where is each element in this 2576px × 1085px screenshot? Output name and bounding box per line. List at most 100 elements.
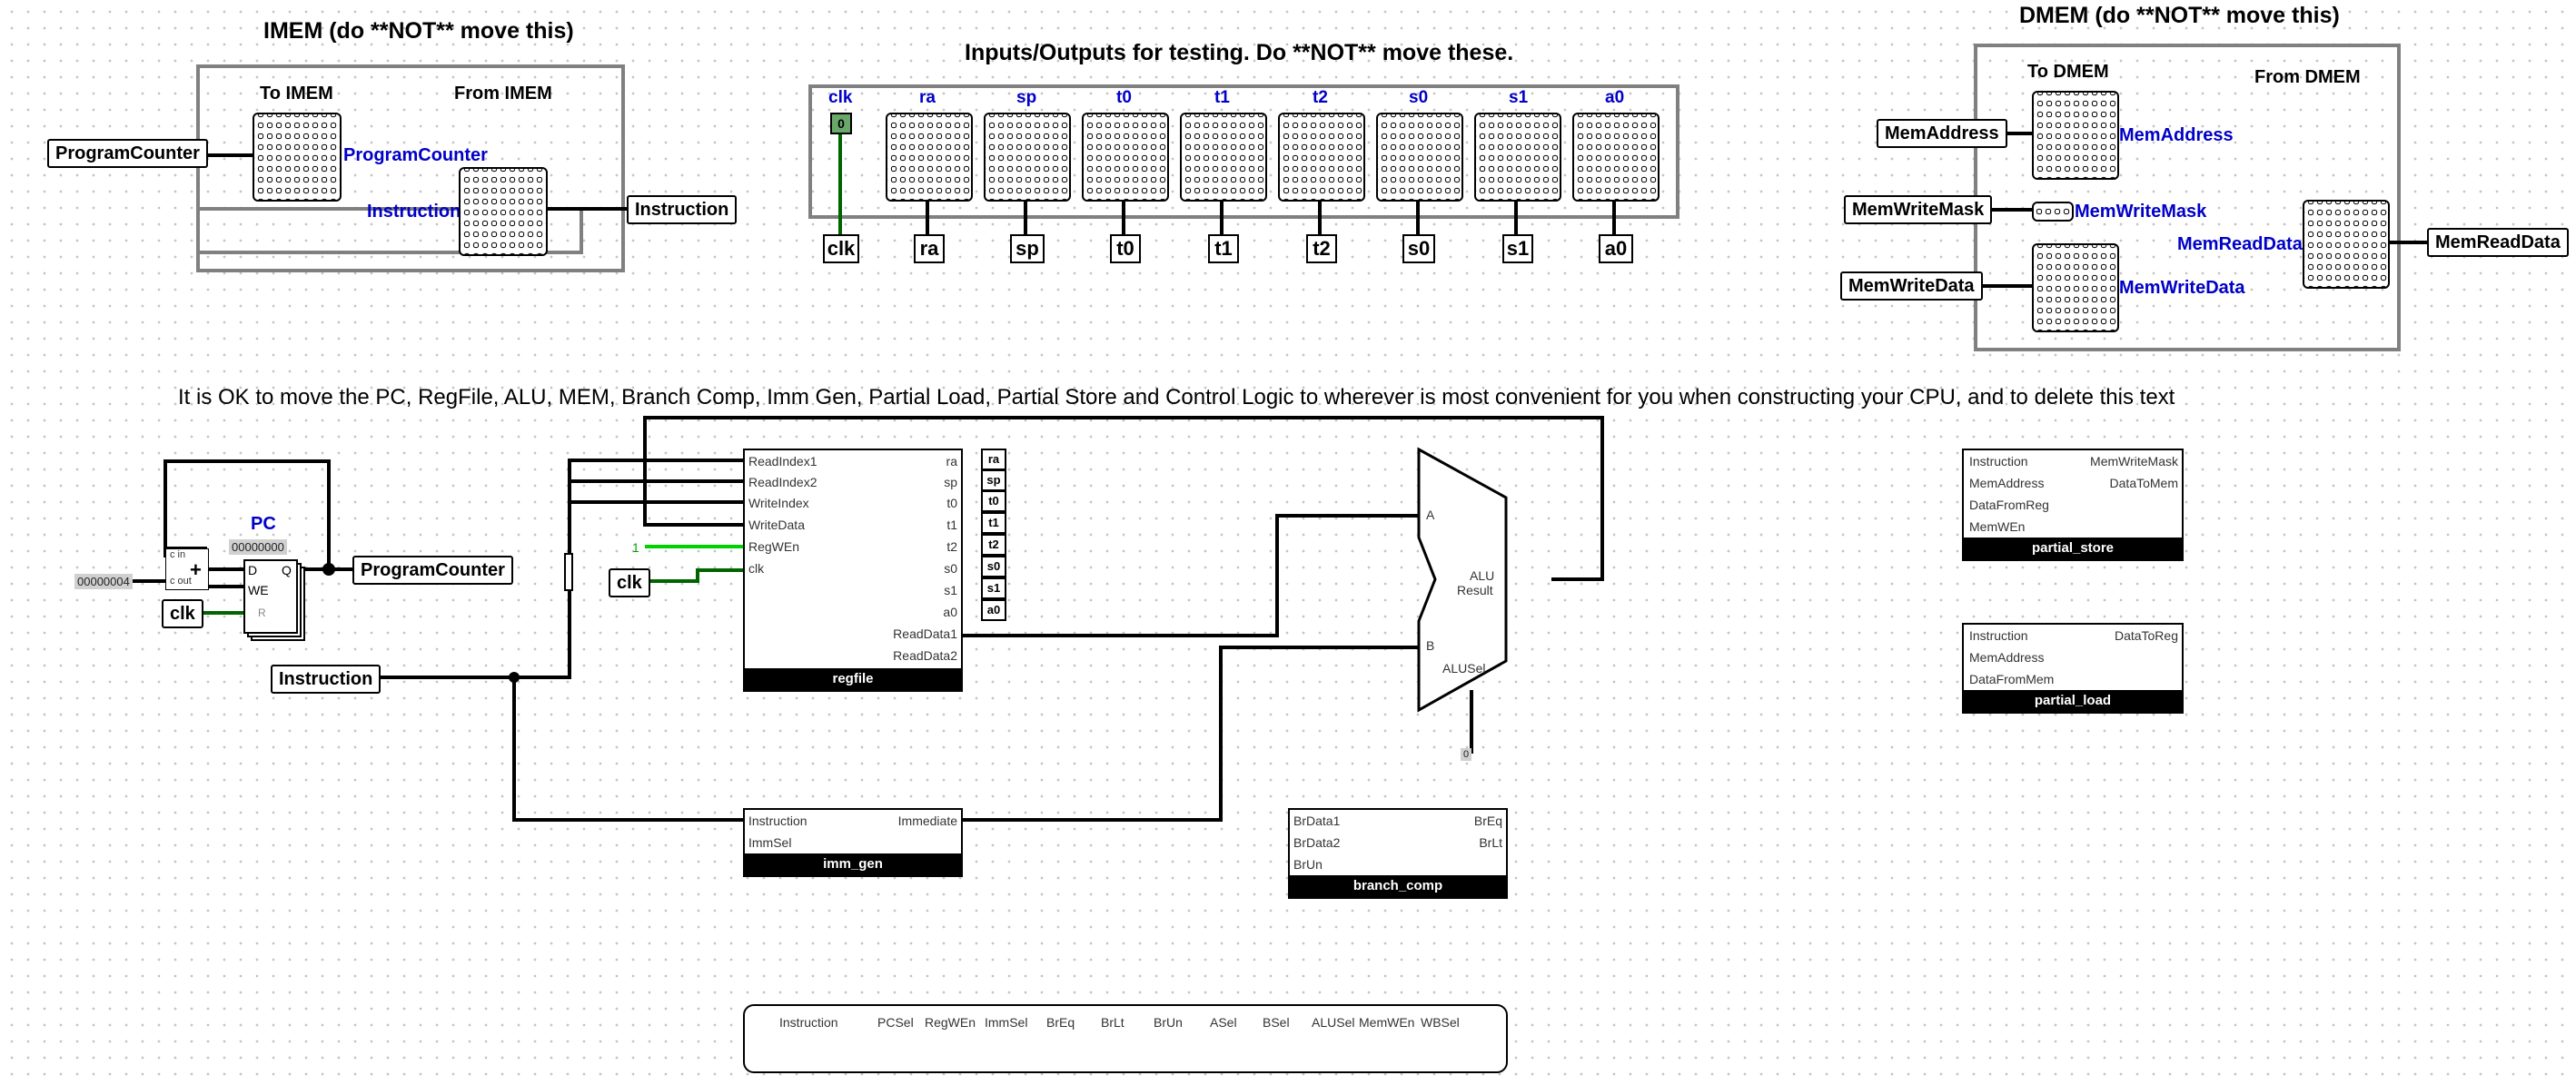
mem-write-data-tunnel[interactable]: MemWriteData [2119, 278, 2245, 298]
mem-write-mask-tunnel[interactable]: MemWriteMask [2075, 202, 2207, 222]
partial-load-out-datatoreg: DataToReg [2114, 628, 2178, 643]
regfile-out-s1: s1 [944, 583, 957, 597]
branch-comp-out-brlt: BrLt [1479, 835, 1502, 850]
s1-output-pin[interactable]: s1 [1502, 234, 1533, 263]
partial-load-block[interactable]: Instruction MemAddress DataFromMem DataT… [1962, 623, 2184, 714]
io-s1-label: s1 [1509, 88, 1529, 107]
alu-sel-label: ALUSel [1442, 661, 1486, 676]
regfile-in-regwen: RegWEn [748, 539, 800, 554]
regfile-out-a0: a0 [943, 605, 957, 619]
mem-write-mask-probe[interactable] [2032, 202, 2074, 222]
regfile-in-writedata: WriteData [748, 518, 805, 532]
control-logic-block[interactable]: Instruction PCSel RegWEn ImmSel BrEq BrL… [743, 1004, 1508, 1073]
imm-gen-in-instruction: Instruction [748, 814, 807, 828]
t1-output-pin[interactable]: t1 [1208, 234, 1239, 263]
regfile-clk-tunnel[interactable]: clk [609, 568, 650, 597]
t0-probe[interactable] [1082, 113, 1169, 202]
pc-register[interactable]: D Q WE R [243, 559, 298, 634]
t2-probe[interactable] [1278, 113, 1365, 202]
io-header: Inputs/Outputs for testing. Do **NOT** m… [965, 40, 1514, 65]
imm-gen-name: imm_gen [745, 853, 961, 875]
io-ra-label: ra [919, 88, 936, 107]
mem-write-mask-pin[interactable]: MemWriteMask [1844, 195, 1993, 224]
t1-probe[interactable] [1180, 113, 1267, 202]
pc-increment-constant[interactable]: 00000004 [74, 574, 133, 589]
regfile-out-t0: t0 [946, 496, 957, 510]
mem-read-data-probe[interactable] [2303, 200, 2390, 289]
partial-load-in-instruction: Instruction [1969, 628, 2028, 643]
partial-store-name: partial_store [1964, 538, 2182, 559]
imem-header: IMEM (do **NOT** move this) [263, 18, 574, 44]
mem-read-data-tunnel[interactable]: MemReadData [2177, 234, 2303, 254]
branch-comp-in-brdata1: BrData1 [1293, 814, 1341, 828]
from-dmem-label: From DMEM [2254, 67, 2361, 87]
ra-probe[interactable] [886, 113, 973, 202]
mem-write-data-probe[interactable] [2032, 243, 2119, 332]
from-imem-probe[interactable] [459, 167, 548, 256]
regfile-in-readindex1: ReadIndex1 [748, 454, 817, 469]
to-imem-label: To IMEM [260, 84, 333, 104]
control-breq: BrEq [1046, 1015, 1075, 1030]
program-counter-tunnel[interactable]: ProgramCounter [343, 145, 488, 165]
instruction-tunnel[interactable]: Instruction [367, 202, 461, 222]
branch-comp-block[interactable]: BrData1 BrData2 BrUn BrEq BrLt branch_co… [1288, 808, 1508, 899]
s1-probe[interactable] [1474, 113, 1561, 202]
imm-gen-block[interactable]: Instruction ImmSel Immediate imm_gen [743, 808, 963, 877]
t0-output-pin[interactable]: t0 [1110, 234, 1141, 263]
sp-output-pin[interactable]: sp [1010, 234, 1045, 263]
mem-address-pin[interactable]: MemAddress [1877, 119, 2007, 148]
a0-probe[interactable] [1572, 113, 1660, 202]
partial-store-out-datatomem: DataToMem [2109, 476, 2178, 490]
regfile-out-sp: sp [944, 475, 957, 489]
partial-load-name: partial_load [1964, 690, 2182, 712]
clock-toggle[interactable]: 0 [830, 113, 852, 134]
imm-gen-in-immsel: ImmSel [748, 835, 792, 850]
pc-title: PC [251, 514, 276, 534]
rf-tunnel-t0[interactable]: t0 [981, 490, 1006, 512]
alu-result-label-1: ALU [1470, 568, 1495, 583]
rf-tunnel-t2[interactable]: t2 [981, 534, 1006, 556]
alusel-constant[interactable]: 0 [1461, 748, 1472, 761]
control-regwen: RegWEn [925, 1015, 976, 1030]
io-t2-label: t2 [1313, 88, 1328, 107]
branch-comp-in-brun: BrUn [1293, 857, 1323, 872]
rf-tunnel-s1[interactable]: s1 [981, 577, 1006, 599]
s0-output-pin[interactable]: s0 [1402, 234, 1435, 263]
control-pcsel: PCSel [877, 1015, 914, 1030]
regfile-out-readdata1: ReadData1 [893, 626, 957, 641]
rf-tunnel-sp[interactable]: sp [981, 469, 1006, 491]
pc-program-counter-tunnel[interactable]: ProgramCounter [352, 556, 513, 585]
from-imem-label: From IMEM [454, 84, 552, 104]
t2-output-pin[interactable]: t2 [1306, 234, 1337, 263]
ra-output-pin[interactable]: ra [914, 234, 945, 263]
to-imem-probe[interactable] [253, 113, 342, 202]
branch-comp-name: branch_comp [1290, 875, 1506, 897]
mem-address-probe[interactable] [2032, 91, 2119, 180]
move-note: It is OK to move the PC, RegFile, ALU, M… [178, 385, 2175, 409]
partial-store-in-datafromreg: DataFromReg [1969, 498, 2049, 512]
regfile-in-writeindex: WriteIndex [748, 496, 809, 510]
rf-tunnel-ra[interactable]: ra [981, 449, 1006, 470]
dmem-header: DMEM (do **NOT** move this) [2019, 3, 2340, 28]
rf-tunnel-t1[interactable]: t1 [981, 512, 1006, 534]
rf-tunnel-a0[interactable]: a0 [981, 599, 1006, 621]
clk-output-pin[interactable]: clk [823, 234, 859, 263]
instruction-pin[interactable]: Instruction [627, 195, 738, 224]
regwen-constant[interactable]: 1 [632, 540, 639, 555]
program-counter-pin[interactable]: ProgramCounter [47, 139, 208, 168]
regfile-block[interactable]: ReadIndex1 ReadIndex2 WriteIndex WriteDa… [743, 449, 963, 692]
splitter [564, 553, 573, 591]
rf-tunnel-s0[interactable]: s0 [981, 556, 1006, 577]
partial-store-block[interactable]: Instruction MemAddress DataFromReg MemWE… [1962, 449, 2184, 561]
mem-address-tunnel[interactable]: MemAddress [2119, 125, 2234, 145]
a0-output-pin[interactable]: a0 [1599, 234, 1633, 263]
pc-clk-tunnel[interactable]: clk [162, 599, 203, 628]
pc-adder[interactable]: c in + c out [165, 548, 209, 590]
s0-probe[interactable] [1376, 113, 1463, 202]
partial-store-in-memaddress: MemAddress [1969, 476, 2045, 490]
mem-read-data-pin[interactable]: MemReadData [2427, 228, 2569, 257]
io-t1-label: t1 [1214, 88, 1230, 107]
mem-write-data-pin[interactable]: MemWriteData [1840, 271, 1983, 301]
sp-probe[interactable] [984, 113, 1071, 202]
instruction-tunnel-main[interactable]: Instruction [271, 665, 381, 694]
